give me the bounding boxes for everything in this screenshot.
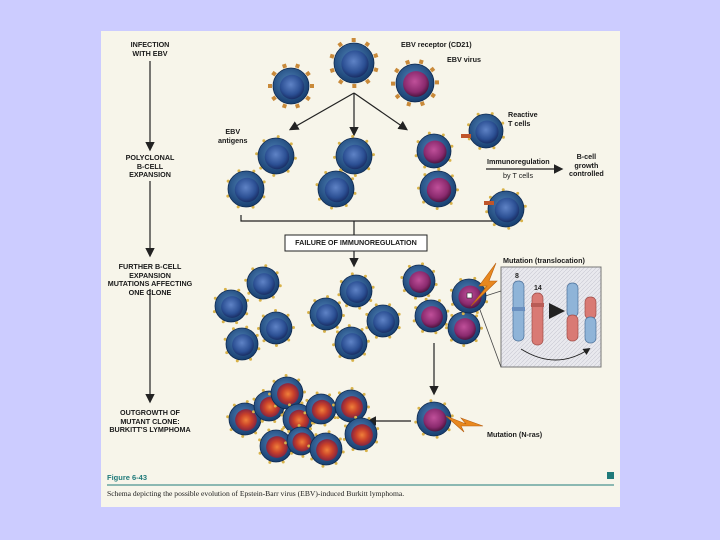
- mutation-n-ras-label: Mutation (N-ras): [487, 430, 543, 439]
- b-cell-icon: [307, 295, 345, 333]
- ebv-antigens-label: EBV antigens: [218, 127, 248, 145]
- failure-box: [284, 234, 428, 252]
- lightning-bolt-icon: [445, 415, 484, 433]
- right-flow-arrows: [366, 343, 439, 426]
- b-cell-icon: [212, 287, 250, 325]
- t-cell-contact-icon: [484, 201, 494, 205]
- b-cell-icon: [244, 264, 282, 302]
- b-cell-icon: [337, 272, 375, 310]
- stage-further-label: FURTHER B-CELL EXPANSION MUTATIONS AFFEC…: [107, 262, 193, 297]
- b-cell-icon: [365, 303, 401, 339]
- tumor-cell-icon: [342, 415, 380, 453]
- infected-b-cell-icon: [445, 309, 483, 347]
- figure-panel: 8 14 Figure 6-43 INFECTION WITH EBV POLY…: [101, 31, 620, 507]
- t-cell-contact-icon: [461, 134, 471, 138]
- b-cell-growth-label: B-cell growth controlled: [569, 152, 604, 178]
- figure-number: Figure 6-43: [107, 473, 147, 482]
- chromosome-14-icon: [531, 292, 544, 346]
- lightning-bolt-icon: [470, 262, 498, 307]
- b-cell-icon: [467, 112, 505, 150]
- mutation-marker-icon: [466, 292, 473, 299]
- b-cell-icon: [257, 309, 295, 347]
- reactive-t-cells-label: Reactive T cells: [508, 110, 538, 128]
- infected-b-cell-icon: [414, 399, 454, 439]
- by-t-cells-label: by T cells: [503, 171, 534, 180]
- cells-layer: [212, 37, 527, 468]
- ebv-virus-label: EBV virus: [447, 55, 481, 64]
- tumor-cell-icon: [268, 374, 306, 412]
- b-cell-icon: [329, 37, 379, 89]
- infected-b-cell-icon: [414, 131, 454, 171]
- stage-outgrowth-label: OUTGROWTH OF MUTANT CLONE: BURKITT'S LYM…: [109, 408, 191, 434]
- infected-b-cell-icon: [400, 262, 438, 300]
- stage-polyclonal-label: POLYCLONAL B-CELL EXPANSION: [125, 153, 175, 179]
- b-cell-icon: [255, 135, 297, 177]
- infected-b-cell-icon: [412, 297, 450, 335]
- infected-b-cell-icon: [417, 168, 459, 210]
- failure-label: FAILURE OF IMMUNOREGULATION: [295, 238, 417, 247]
- tumor-cell-icon: [307, 430, 345, 468]
- b-cell-icon: [223, 325, 261, 363]
- b-cell-icon: [332, 324, 370, 362]
- b-cell-icon: [485, 188, 527, 230]
- tumor-cell-icon: [258, 428, 294, 464]
- chromosome-8-label: 8: [515, 273, 519, 280]
- diagram-canvas: 8 14 Figure 6-43: [107, 37, 614, 486]
- stage-infection-label: INFECTION WITH EBV: [130, 40, 170, 58]
- tumor-cell-icon: [303, 391, 339, 427]
- translocation-inset: 8 14: [475, 266, 602, 368]
- b-cell-icon: [268, 63, 314, 109]
- branch-arrows: [288, 92, 408, 137]
- tumor-cell-icon: [280, 401, 316, 437]
- chromosome-14-label: 14: [534, 285, 542, 292]
- b-cell-icon: [333, 135, 375, 177]
- figure-end-marker: [607, 472, 614, 479]
- figure-caption: Schema depicting the possible evolution …: [107, 489, 405, 498]
- tumor-cell-icon: [332, 387, 370, 425]
- b-cell-icon: [226, 169, 266, 209]
- immunoregulation-label: Immunoregulation: [487, 157, 550, 166]
- mutation-translocation-label: Mutation (translocation): [503, 256, 585, 265]
- infected-b-cell-icon: [390, 59, 440, 107]
- ebv-receptor-label: EBV receptor (CD21): [401, 40, 472, 49]
- b-cell-icon: [315, 168, 357, 210]
